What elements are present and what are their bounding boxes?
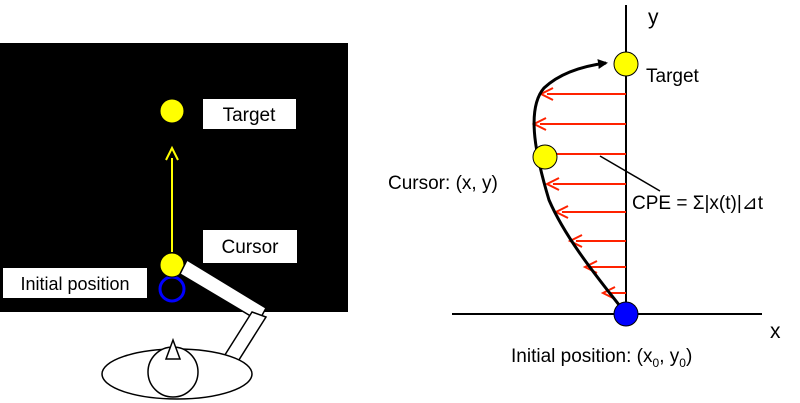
cursor-trajectory <box>532 59 628 315</box>
target-label-box <box>203 99 296 129</box>
cursor-label-box <box>203 230 297 263</box>
initial-position-coord-label: Initial position: (x0, y0) <box>511 346 692 370</box>
target-dot-right <box>613 51 639 77</box>
x-axis-label: x <box>770 320 781 343</box>
initial-position-label-box <box>3 268 147 298</box>
cursor-label: Cursor <box>221 237 279 258</box>
initial-sub-y: 0 <box>679 356 686 370</box>
left-panel: Target Cursor Initial position <box>0 43 348 400</box>
initial-sub-x: 0 <box>653 356 660 370</box>
subject-nose <box>164 337 182 360</box>
target-dot <box>159 98 185 124</box>
initial-position-label: Initial position <box>20 274 129 294</box>
cursor-coord-label: Cursor: (x, y) <box>388 173 498 194</box>
cursor-dot-right <box>532 144 558 170</box>
cpe-leader-line <box>599 155 661 192</box>
robot-arm-upper <box>179 258 267 323</box>
initial-label-mid: , y <box>659 346 680 367</box>
movement-arrowhead <box>165 145 179 161</box>
origin-dot <box>613 301 639 327</box>
y-axis-label: y <box>648 6 659 29</box>
initial-label-prefix: Initial position: (x <box>511 346 653 367</box>
initial-label-suffix: ) <box>686 346 692 367</box>
error-arrowhead-4 <box>544 177 560 191</box>
target-label: Target <box>223 105 277 126</box>
cpe-formula-label: CPE = Σ|x(t)|⊿t <box>632 193 764 214</box>
target-label-right: Target <box>646 66 700 87</box>
right-panel: y x Target Cursor: (x, y) CPE = Σ|x(t)|⊿… <box>388 5 781 370</box>
